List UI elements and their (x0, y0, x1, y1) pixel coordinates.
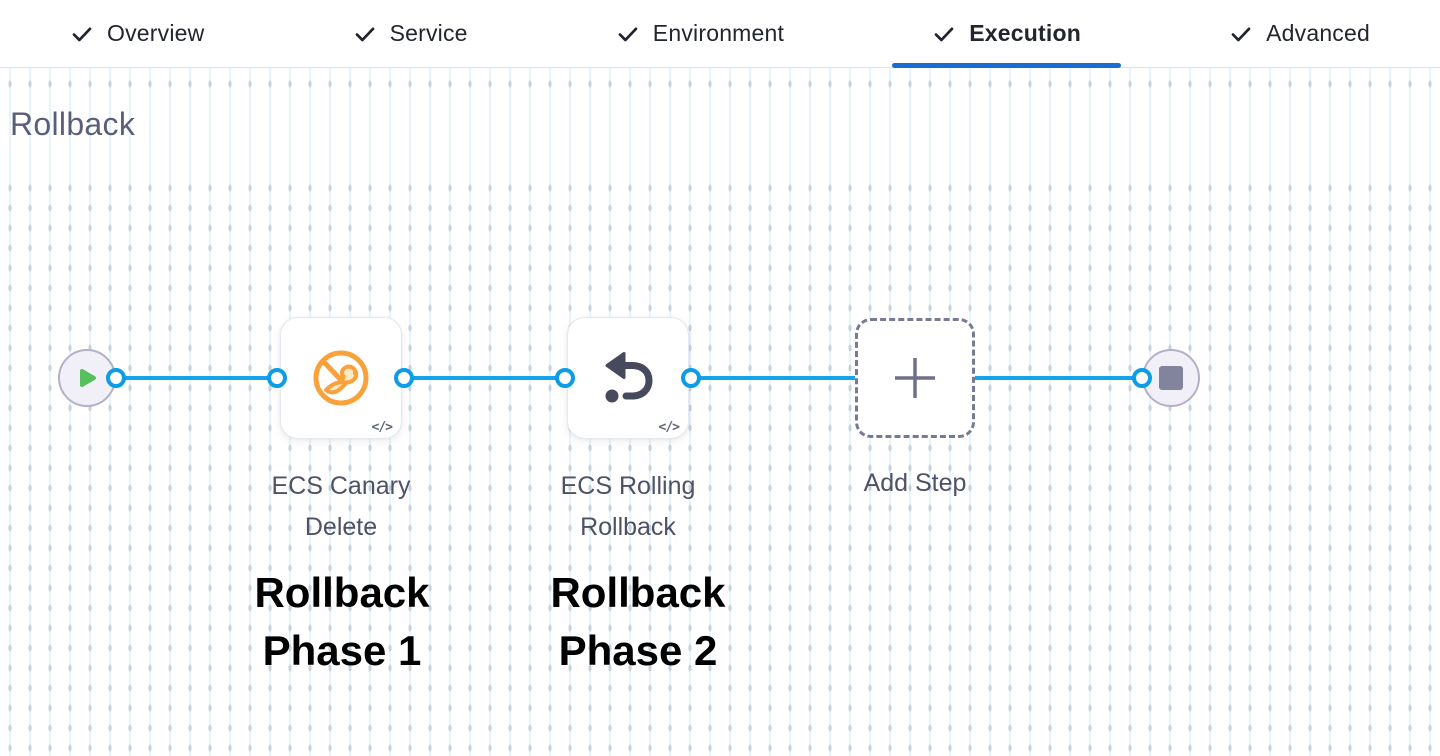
section-heading: Rollback (10, 106, 136, 142)
active-tab-underline (892, 63, 1121, 68)
check-icon (616, 22, 640, 46)
annotation-rollback-phase-1: Rollback Phase 1 (254, 569, 430, 674)
tab-label: Execution (969, 20, 1081, 46)
tab-label: Overview (107, 20, 205, 46)
tab-execution[interactable]: Execution (890, 0, 1123, 68)
tab-environment[interactable]: Environment (574, 0, 826, 67)
annotation-rollback-phase-2: Rollback Phase 2 (550, 569, 726, 674)
step-node-ecs-rolling-rollback[interactable]: </> (567, 317, 689, 439)
port-step2-out[interactable] (681, 368, 701, 388)
port-end-in[interactable] (1132, 368, 1152, 388)
tab-label: Environment (652, 20, 785, 46)
grid-dot-pattern (0, 178, 1440, 756)
port-start-out[interactable] (106, 368, 126, 388)
canary-delete-icon (309, 346, 373, 410)
code-badge-icon[interactable]: </> (371, 420, 394, 435)
step-label: ECS Rolling Rollback (560, 472, 696, 541)
check-icon (932, 22, 956, 46)
grid-dash-row (0, 74, 1440, 94)
port-step2-in[interactable] (555, 368, 575, 388)
add-step-button[interactable] (855, 318, 975, 438)
plus-icon (891, 354, 939, 402)
check-icon (353, 22, 377, 46)
step-node-ecs-canary-delete[interactable]: </> (280, 317, 402, 439)
port-step1-out[interactable] (394, 368, 414, 388)
pipeline-canvas: Rollback </> </> (0, 68, 1440, 756)
check-icon (1229, 22, 1253, 46)
play-icon (72, 363, 102, 393)
rollback-arrow-icon (596, 346, 660, 410)
tab-overview[interactable]: Overview (28, 0, 246, 67)
add-step-label: Add Step (863, 469, 967, 497)
check-icon (70, 22, 94, 46)
code-badge-icon[interactable]: </> (658, 420, 681, 435)
tab-service[interactable]: Service (311, 0, 510, 67)
step-label: ECS Canary Delete (271, 472, 411, 541)
wizard-tab-bar: Overview Service Environment Execution A… (0, 0, 1440, 68)
stop-icon (1159, 366, 1183, 390)
port-step1-in[interactable] (267, 368, 287, 388)
tab-label: Advanced (1266, 20, 1370, 46)
tab-label: Service (389, 20, 468, 46)
tab-advanced[interactable]: Advanced (1187, 0, 1412, 67)
